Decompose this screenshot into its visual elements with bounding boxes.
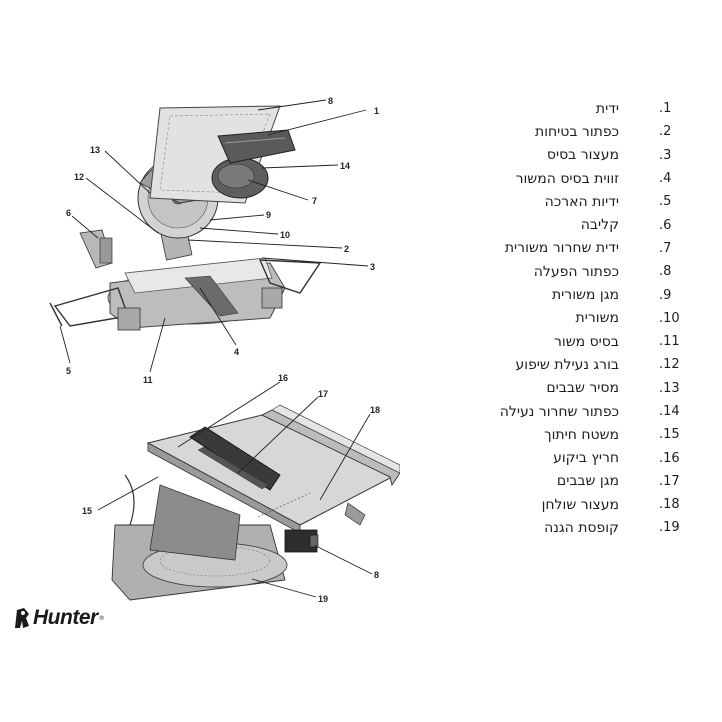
callout-number: 15: [82, 506, 92, 516]
list-item: בורג נעילת שיפוע .12: [440, 353, 685, 376]
list-item: קופסת הגנה .19: [440, 516, 685, 539]
callout-number: 17: [318, 389, 328, 399]
part-number: .16: [659, 450, 680, 466]
part-number: .12: [659, 357, 680, 373]
callout-number: 8: [374, 570, 379, 580]
callout-number: 6: [66, 208, 71, 218]
part-number: .4: [659, 171, 672, 187]
part-number: .1: [659, 101, 672, 117]
part-name: מגן משורית: [551, 287, 619, 304]
callout-number: 2: [344, 244, 349, 254]
parts-list: ידית .1 כפתור בטיחות .2 מעצור בסיס .3 זווית…: [440, 97, 685, 540]
part-name: מסיר שבבים: [546, 380, 619, 397]
list-item: כפתור בטיחות .2: [440, 120, 685, 143]
part-name: כפתור בטיחות: [535, 123, 619, 140]
list-item: ידית שחרור משורית .7: [440, 237, 685, 260]
part-number: .19: [659, 520, 680, 536]
callout-number: 1: [374, 106, 379, 116]
brand-name: Hunter: [33, 606, 98, 629]
table-saw-diagram: 16 17 18 15 8 19: [82, 373, 400, 604]
saw-illustration: [111, 404, 400, 601]
callout-number: 4: [234, 347, 239, 357]
part-number: .5: [659, 194, 672, 210]
list-item: כפתור הפעלה .8: [440, 260, 685, 283]
list-item: מגן שבבים .17: [440, 470, 685, 493]
part-name: מגן שבבים: [556, 473, 619, 490]
part-number: .15: [659, 427, 680, 443]
part-name: מעצור בסיס: [546, 147, 619, 164]
list-item: מגן משורית .9: [440, 283, 685, 306]
part-name: מעצור שולחן: [541, 496, 619, 513]
list-item: מעצור שולחן .18: [440, 493, 685, 516]
part-number: .14: [659, 404, 680, 419]
list-item: ידיות הארכה .5: [440, 190, 685, 213]
callout-number: 12: [74, 172, 84, 182]
list-item: חריץ ביקוע .16: [440, 446, 685, 469]
callout-number: 8: [328, 96, 333, 106]
part-number: .11: [659, 334, 680, 350]
part-number: .18: [659, 497, 680, 513]
part-name: כפתור הפעלה: [533, 263, 619, 280]
part-number: .17: [659, 473, 680, 489]
part-number: .3: [659, 147, 672, 163]
hunter-emblem-icon: [15, 608, 29, 628]
part-number: .10: [659, 310, 680, 326]
list-item: בסיס משור .11: [440, 330, 685, 353]
part-number: .6: [659, 217, 672, 233]
list-item: מעצור בסיס .3: [440, 144, 685, 167]
list-item: קליבה .6: [440, 213, 685, 236]
saw-illustration: [49, 105, 322, 331]
list-item: מסיר שבבים .13: [440, 377, 685, 400]
part-number: .7: [659, 240, 672, 256]
list-item: משורית .10: [440, 307, 685, 330]
callout-number: 5: [66, 366, 71, 376]
part-number: .2: [659, 124, 672, 140]
callout-number: 10: [280, 230, 290, 240]
callout-number: 19: [318, 594, 328, 604]
part-number: .9: [659, 287, 672, 303]
miter-saw-diagram: 8 1 13 14 12 7 6 9 10 2 3 4 5 11: [49, 96, 379, 385]
part-name: משורית: [575, 310, 619, 327]
list-item: זווית בסיס המשור .4: [440, 167, 685, 190]
part-number: .8: [659, 264, 672, 280]
callout-number: 3: [370, 262, 375, 272]
part-name: חריץ ביקוע: [553, 450, 619, 467]
list-item: כפתור שחרור נעילה .14: [440, 400, 685, 423]
part-name: ידית: [595, 100, 619, 117]
part-number: .13: [659, 380, 680, 396]
part-name: בסיס משור: [554, 333, 619, 350]
callout-number: 13: [90, 145, 100, 155]
callout-number: 16: [278, 373, 288, 383]
registered-mark: ®: [98, 614, 105, 622]
callout-number: 14: [340, 161, 350, 171]
part-name: ידית שחרור משורית: [504, 240, 619, 257]
callout-number: 9: [266, 210, 271, 220]
part-name: זווית בסיס המשור: [515, 170, 619, 187]
part-name: כפתור שחרור נעילה: [499, 403, 619, 420]
part-name: קליבה: [580, 217, 619, 234]
callout-number: 18: [370, 405, 380, 415]
callout-number: 11: [143, 375, 153, 385]
brand-logo: Hunter®: [12, 606, 105, 630]
list-item: משטח חיתוך .15: [440, 423, 685, 446]
callout-number: 7: [312, 196, 317, 206]
part-name: ידיות הארכה: [544, 193, 619, 210]
list-item: ידית .1: [440, 97, 685, 120]
part-name: בורג נעילת שיפוע: [515, 356, 619, 373]
part-name: קופסת הגנה: [544, 519, 619, 536]
part-name: משטח חיתוך: [544, 426, 619, 443]
